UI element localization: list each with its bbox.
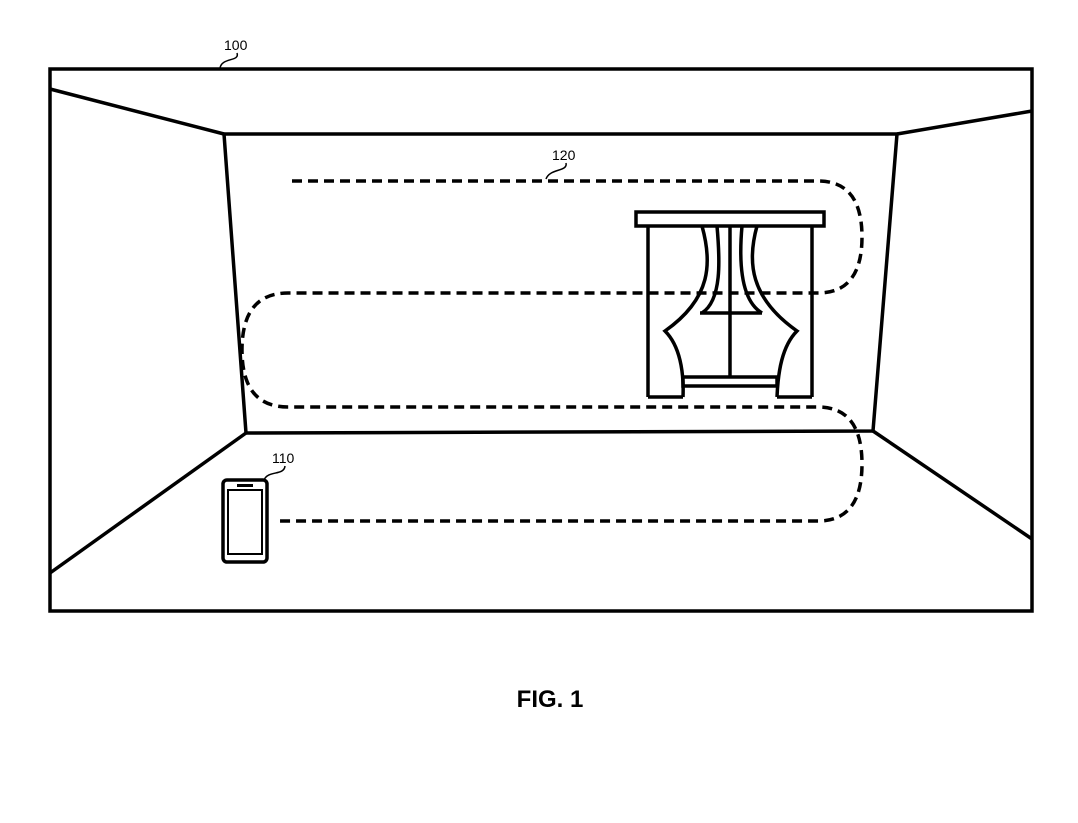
room [48, 67, 1034, 613]
smartphone-icon [221, 478, 269, 564]
leader-path [545, 162, 567, 180]
ceiling-edge-right [896, 109, 1033, 136]
device-body [221, 478, 269, 564]
curtain-rod [634, 210, 826, 228]
ceiling-edge-left [49, 87, 225, 136]
floor-edge-left [48, 431, 248, 575]
leaders [219, 52, 567, 481]
label-device: 110 [272, 450, 295, 466]
back-wall [222, 132, 899, 435]
device-speaker [237, 484, 253, 487]
curtain-right [739, 225, 800, 398]
leader-device [263, 465, 286, 481]
room-frame [48, 67, 1034, 613]
leader-room [219, 52, 238, 69]
window-with-curtains-icon [634, 210, 826, 399]
label-path: 120 [552, 147, 576, 163]
floor-edge-right [872, 429, 1033, 541]
figure-caption: FIG. 1 [516, 686, 584, 713]
window-sill [681, 375, 779, 388]
label-room: 100 [224, 37, 248, 53]
device-screen [227, 489, 263, 555]
travel-path [240, 179, 864, 523]
curtain-left [662, 225, 721, 398]
